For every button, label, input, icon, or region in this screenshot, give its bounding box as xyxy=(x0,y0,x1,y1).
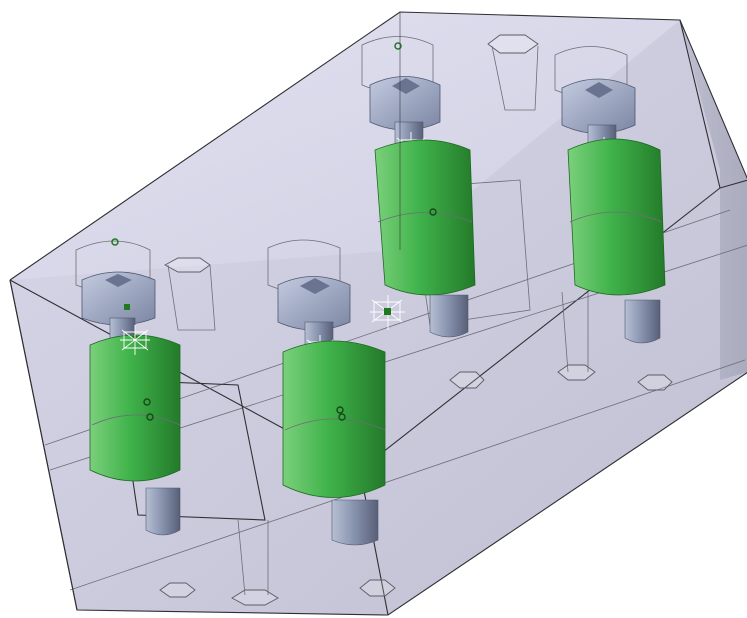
spacer-front-mid-seam xyxy=(284,418,386,431)
assembly-front-left[interactable] xyxy=(75,238,181,536)
hole-bottom-a xyxy=(231,589,279,606)
marker-circle-icon xyxy=(336,406,344,414)
hole-bottom-c xyxy=(159,582,196,598)
screw-shaft-front-left xyxy=(145,487,181,536)
hole-bottom-a-bore xyxy=(237,519,269,596)
screw-head-front-mid[interactable] xyxy=(277,276,351,331)
center-axis-triad-icon xyxy=(370,295,405,330)
hole-bottom-f xyxy=(449,371,485,389)
hole-bottom-b-bore xyxy=(561,291,589,373)
hole-top-rear-bore xyxy=(491,45,539,111)
hex-socket-icon xyxy=(392,78,420,94)
screw-head-back-right[interactable] xyxy=(561,78,636,134)
block-right-face xyxy=(680,20,747,380)
hole-bottom-e xyxy=(637,374,673,391)
spacer-back-mid-seam xyxy=(377,212,473,223)
marker-circle-icon xyxy=(111,238,119,246)
hole-bottom-d xyxy=(359,579,396,597)
assembly-front-mid[interactable] xyxy=(267,239,386,546)
screw-head-front-left[interactable] xyxy=(81,271,156,326)
marker-circle-icon xyxy=(394,42,402,50)
screw-shaft-front-mid xyxy=(331,499,379,546)
assembly-back-right[interactable] xyxy=(554,46,666,344)
hole-top-rear xyxy=(487,34,539,54)
hex-socket-icon xyxy=(585,82,613,98)
marker-square-icon xyxy=(124,304,130,310)
hole-bottom-b xyxy=(557,364,596,381)
block-left-edge xyxy=(9,279,78,611)
hole-top-left-bore xyxy=(167,264,216,331)
screw-shaft-back-mid xyxy=(429,294,469,338)
marker-circle-icon xyxy=(338,413,346,421)
spacer-front-left[interactable] xyxy=(89,334,181,482)
marker-square-icon xyxy=(384,308,391,315)
block-top-edges xyxy=(9,11,747,281)
spacer-front-left-seam xyxy=(91,414,181,426)
axis-triad-icon xyxy=(120,325,150,355)
spacer-back-right[interactable] xyxy=(567,138,666,296)
hex-socket-icon xyxy=(105,274,132,287)
block-top-face xyxy=(10,12,680,280)
marker-circle-icon xyxy=(429,208,437,216)
hex-socket-icon xyxy=(300,278,330,294)
spacer-back-right-seam xyxy=(569,211,663,223)
housing-block[interactable] xyxy=(9,11,747,616)
empty-holes xyxy=(159,34,673,606)
screw-head-back-mid[interactable] xyxy=(369,76,441,131)
parting-line-c xyxy=(69,359,746,591)
screw-shaft-back-right xyxy=(624,299,661,344)
marker-circle-icon xyxy=(146,413,154,421)
marker-circle-icon xyxy=(143,398,151,406)
